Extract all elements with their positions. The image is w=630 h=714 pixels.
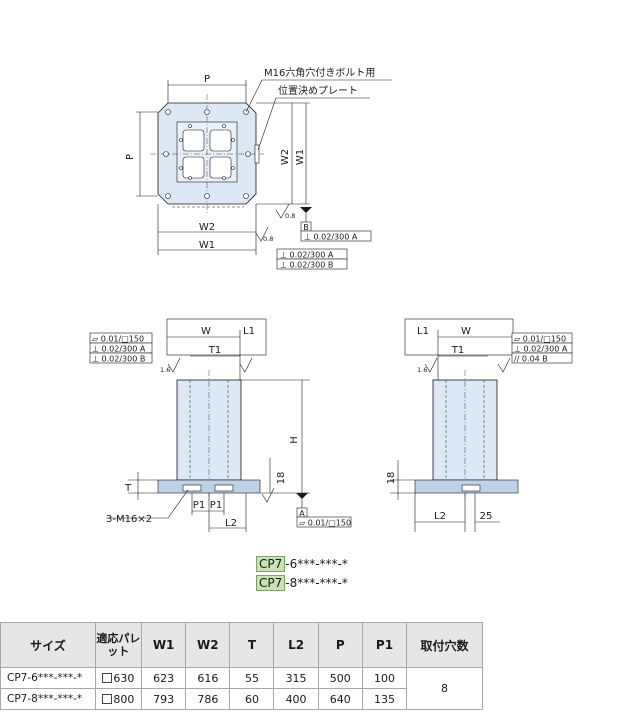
cell-t: 60 xyxy=(229,688,275,710)
model-code: CP7 xyxy=(256,556,286,572)
side-25-label: 25 xyxy=(480,511,493,522)
callout-plate: 位置決めプレート xyxy=(278,84,358,97)
front-h-label: H xyxy=(289,436,300,444)
front-l1-label: L1 xyxy=(243,326,255,337)
header-pallet: 適応パレット xyxy=(94,622,143,668)
top-w1-bottom-label: W1 xyxy=(199,240,215,251)
model-suffix: -8***-***-* xyxy=(285,576,348,590)
model-label-8: CP7-8***-***-* xyxy=(256,575,348,591)
cell-size: CP7-6***-***-* xyxy=(0,667,96,689)
front-view: ▱ 0.01/□150 ⊥ 0.02/300 A ⊥ 0.02/300 B W … xyxy=(89,318,352,532)
table-header-row: サイズ 適応パレット W1 W2 T L2 P P1 取付穴数 xyxy=(0,622,483,668)
model-code: CP7 xyxy=(256,575,286,591)
surface-mark-1: 0.8 xyxy=(285,212,295,220)
top-w1-right-label: W1 xyxy=(295,149,306,165)
cell-w1: 793 xyxy=(140,688,187,710)
tol-top-1: ⊥ 0.02/300 A xyxy=(304,233,358,242)
model-suffix: -6***-***-* xyxy=(285,557,348,571)
top-p-label: P xyxy=(204,74,210,85)
side-18-label: 18 xyxy=(386,472,397,485)
top-view-holes xyxy=(163,109,251,199)
cell-p1: 135 xyxy=(361,688,408,710)
side-w-label: W xyxy=(461,326,471,337)
header-w1: W1 xyxy=(140,622,187,668)
front-surface-mark: 1.6 xyxy=(160,366,170,374)
cell-w2: 616 xyxy=(185,667,231,689)
header-l2: L2 xyxy=(273,622,319,668)
cell-w2: 786 xyxy=(185,688,231,710)
side-t1-label: T1 xyxy=(451,345,464,356)
surface-mark-2: 0.8 xyxy=(263,235,273,243)
front-18-label: 18 xyxy=(276,472,287,485)
top-block-4 xyxy=(209,156,232,179)
cell-l2: 400 xyxy=(273,688,319,710)
front-tol-perp-a: ⊥ 0.02/300 A xyxy=(92,345,146,354)
cell-t: 55 xyxy=(229,667,275,689)
side-l2-label: L2 xyxy=(434,511,446,522)
cell-p1: 100 xyxy=(361,667,408,689)
side-view: L1 W T1 ▱ 0.01/□150 ⊥ 0.02/300 A // 0.04… xyxy=(386,318,573,532)
side-tol-flat: ▱ 0.01/□150 xyxy=(514,335,566,344)
tol-top-3: ⊥ 0.02/300 B xyxy=(280,261,333,270)
side-surface-mark: 1.6 xyxy=(417,366,427,374)
header-w2: W2 xyxy=(185,622,231,668)
front-w-label: W xyxy=(201,326,211,337)
front-p1a-label: P1 xyxy=(193,500,205,511)
tol-top-2: ⊥ 0.02/300 A xyxy=(280,251,334,260)
side-tol-perp-a: ⊥ 0.02/300 A xyxy=(514,345,568,354)
front-p1b-label: P1 xyxy=(210,500,222,511)
side-tol-parallel: // 0.04 B xyxy=(514,355,548,364)
spec-table: サイズ 適応パレット W1 W2 T L2 P P1 取付穴数 CP7-6***… xyxy=(0,622,483,710)
cell-p: 640 xyxy=(317,688,363,710)
datum-a: A xyxy=(299,509,305,518)
cell-size: CP7-8***-***-* xyxy=(0,688,96,710)
front-t-label: T xyxy=(124,483,132,494)
cell-pallet: 800 xyxy=(94,688,143,710)
top-block-3 xyxy=(182,156,205,179)
top-w2-bottom-label: W2 xyxy=(199,222,215,233)
front-l2-label: L2 xyxy=(225,518,237,529)
header-p1: P1 xyxy=(361,622,408,668)
top-w2-right-label: W2 xyxy=(280,149,291,165)
header-size: サイズ xyxy=(0,622,96,668)
cell-mount-holes: 8 xyxy=(406,667,483,710)
cell-l2: 315 xyxy=(273,667,319,689)
header-mount-holes: 取付穴数 xyxy=(406,622,483,668)
front-t1-label: T1 xyxy=(208,345,221,356)
cell-pallet: 630 xyxy=(94,667,143,689)
callout-bolt: M16六角穴付きボルト用 xyxy=(264,66,375,79)
top-block-2 xyxy=(209,129,232,152)
front-tol-perp-b: ⊥ 0.02/300 B xyxy=(92,355,145,364)
top-p-left-label: P xyxy=(125,154,136,160)
side-l1-label: L1 xyxy=(417,326,429,337)
top-block-1 xyxy=(182,129,205,152)
cell-p: 500 xyxy=(317,667,363,689)
front-base xyxy=(157,479,261,494)
datum-b: B xyxy=(303,223,309,232)
front-bolts-label: 3-M16×2 xyxy=(106,514,152,525)
model-label-6: CP7-6***-***-* xyxy=(256,556,348,572)
header-t: T xyxy=(229,622,275,668)
cell-w1: 623 xyxy=(140,667,187,689)
front-tol-flat: ▱ 0.01/□150 xyxy=(92,335,144,344)
top-view: P P W2 W1 W2 W1 M16六角穴付きボルト用 位置決めプレート 0.… xyxy=(125,66,392,270)
drawing-canvas: P P W2 W1 W2 W1 M16六角穴付きボルト用 位置決めプレート 0.… xyxy=(89,66,573,532)
table-row: CP7-6***-***-* 630 623 616 55 315 500 10… xyxy=(0,667,483,710)
front-tol-bottom: ▱ 0.01/□150 xyxy=(299,519,351,528)
header-p: P xyxy=(317,622,363,668)
table-row: CP7-8***-***-* 800 793 786 60 400 640 13… xyxy=(0,688,483,710)
